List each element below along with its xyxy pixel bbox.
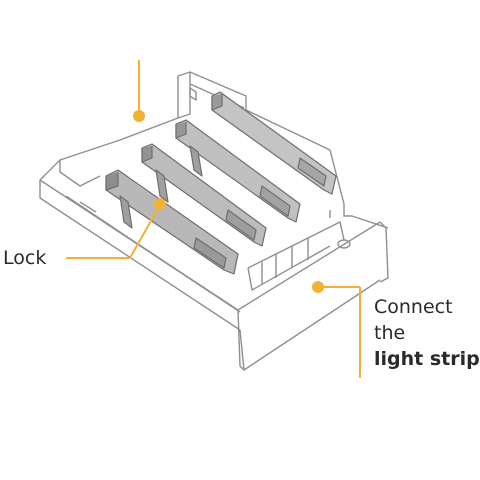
connect-label-line1: Connect [374, 296, 453, 318]
connect-label-line3: light strip [374, 348, 480, 370]
connector-housing [39, 71, 389, 371]
lock-marker-dot [154, 198, 166, 210]
lock-leader-line-diagonal [129, 204, 161, 259]
lock-label: Lock [3, 247, 47, 269]
lock-callout [66, 198, 166, 259]
metal-contacts [105, 91, 337, 275]
connect-label-line2: the [374, 322, 406, 344]
top-marker-dot [133, 110, 145, 122]
connect-callout [312, 281, 361, 378]
connect-label: Connect the light strip [374, 295, 480, 373]
top-callout [133, 60, 145, 122]
